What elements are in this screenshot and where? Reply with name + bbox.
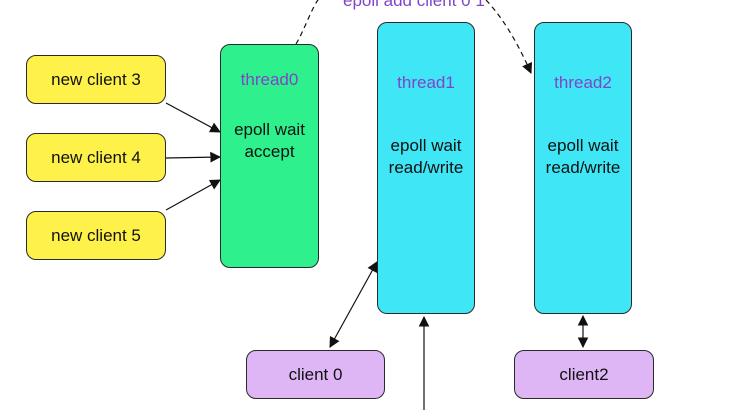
client-0-label: client 0 xyxy=(288,364,343,384)
thread0-line-1: epoll wait xyxy=(234,120,305,139)
thread1-body: epoll wait read/write xyxy=(389,135,464,179)
new-client-5-label: new client 5 xyxy=(51,225,141,245)
client2-box: client2 xyxy=(514,350,654,399)
thread1-line-1: epoll wait xyxy=(390,136,462,155)
dashed-arc-to-thread2 xyxy=(485,0,533,74)
thread0-box: thread0 epoll wait accept xyxy=(220,44,319,268)
arrow-client5-to-thread0 xyxy=(165,179,221,211)
new-client-3-box: new client 3 xyxy=(26,55,166,104)
arrow-client0-thread1 xyxy=(329,261,378,348)
dashed-arc-thread0-to-thread1 xyxy=(295,0,319,45)
thread0-body: epoll wait accept xyxy=(234,119,305,163)
thread1-title: thread1 xyxy=(397,73,455,92)
thread2-title: thread2 xyxy=(554,73,612,92)
thread2-body: epoll wait read/write xyxy=(546,135,621,179)
thread1-box: thread1 epoll wait read/write xyxy=(377,22,475,314)
thread2-line-2: read/write xyxy=(545,158,621,177)
thread0-line-2: accept xyxy=(244,142,295,161)
new-client-3-label: new client 3 xyxy=(51,69,141,89)
client2-label: client2 xyxy=(559,364,609,384)
thread0-title: thread0 xyxy=(240,70,299,89)
arrow-client3-to-thread0 xyxy=(165,102,221,133)
thread2-line-1: epoll wait xyxy=(547,136,619,155)
new-client-5-box: new client 5 xyxy=(26,211,166,260)
client-0-box: client 0 xyxy=(246,350,385,399)
thread2-box: thread2 epoll wait read/write xyxy=(534,22,632,314)
annotation-label: epoll add client 0 1 xyxy=(343,0,485,10)
new-client-4-label: new client 4 xyxy=(51,147,141,167)
new-client-4-box: new client 4 xyxy=(26,133,166,182)
thread1-line-2: read/write xyxy=(388,158,464,177)
arrow-client4-to-thread0 xyxy=(165,151,222,163)
